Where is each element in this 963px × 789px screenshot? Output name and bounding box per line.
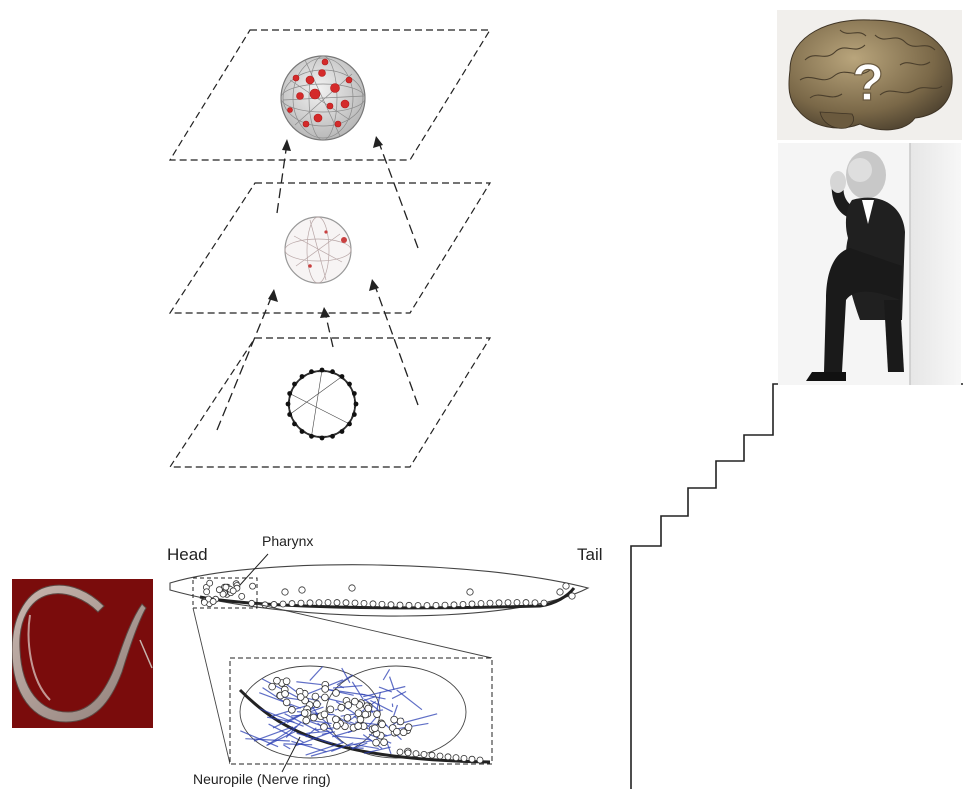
pharynx-label: Pharynx: [262, 533, 313, 549]
question-mark: ?: [852, 54, 884, 112]
thinking-man-photo: [778, 143, 961, 385]
dense-network-sphere: [281, 56, 365, 140]
layer-plane-bottom: [170, 338, 490, 467]
head-label: Head: [167, 545, 208, 565]
sparse-network-sphere: [285, 217, 351, 283]
zoom-line-right: [257, 604, 492, 658]
c-elegans-worm-photo: [12, 579, 153, 728]
tail-label: Tail: [577, 545, 603, 565]
nerve-ring-inset: [230, 658, 492, 772]
neuropile-label: Neuropile (Nerve ring): [193, 771, 331, 787]
brain-with-question-mark-icon: ?: [777, 10, 962, 140]
zoom-line-left: [193, 608, 230, 764]
staircase: [631, 384, 963, 789]
ring-lattice-network: [286, 368, 359, 441]
